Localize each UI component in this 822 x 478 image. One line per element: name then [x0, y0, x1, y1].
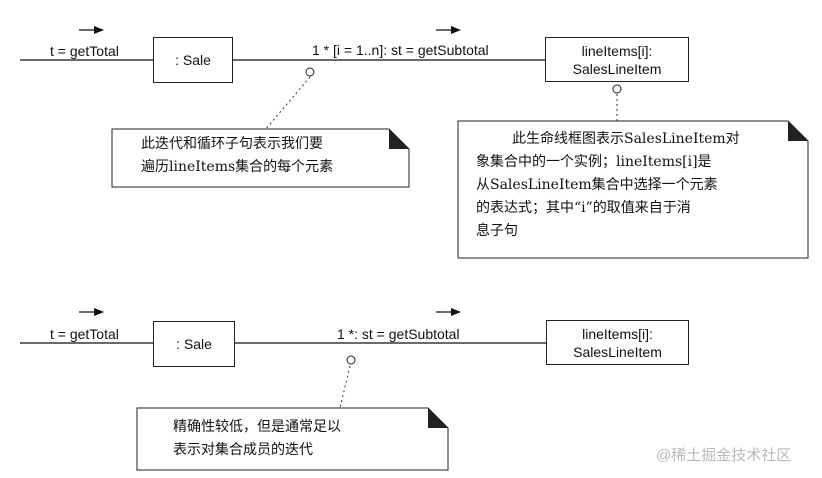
top-sale-label: : Sale — [175, 52, 211, 68]
bottom-sale-lifeline: : Sale — [153, 321, 235, 367]
top-lineitems-label-2: SalesLineItem — [572, 60, 662, 77]
bottom-sale-label: : Sale — [176, 336, 212, 352]
top-sale-lifeline: : Sale — [153, 37, 233, 83]
top-note-right-fold — [788, 121, 808, 141]
top-note-right-line-4: 的表达式；其中“i”的取值来自于消 — [476, 200, 691, 216]
bottom-note-fold — [428, 408, 448, 428]
top-note-left-shape — [111, 128, 410, 188]
top-note-right-line-3: 从SalesLineItem集合中选择一个元素 — [476, 177, 718, 193]
top-note-left-text: 此迭代和循环子句表示我们要 遍历lineItems集合的每个元素 — [141, 133, 391, 179]
top-note-right-line-2: 象集合中的一个实例；lineItems[i]是 — [476, 154, 712, 170]
bottom-message-iteration: 1 *: st = getSubtotal — [337, 326, 460, 342]
top-note-right-shape — [457, 120, 809, 259]
bottom-lineitems-lifeline: lineItems[i]: SalesLineItem — [546, 320, 689, 365]
bottom-note-connector — [339, 365, 351, 409]
bottom-note-shape — [136, 407, 449, 471]
bottom-lineitems-label-2: SalesLineItem — [573, 343, 662, 360]
top-note-right-text: 此生命线框图表示SalesLineItem对 象集合中的一个实例；lineIte… — [476, 128, 788, 243]
top-note-left-connector — [264, 76, 311, 131]
bottom-note-text: 精确性较低，但是通常足以 表示对集合成员的迭代 — [173, 416, 433, 462]
top-message-iteration: 1 * [i = 1..n]: st = getSubtotal — [312, 42, 489, 58]
top-lineitems-lifeline: lineItems[i]: SalesLineItem — [545, 37, 689, 82]
watermark: @稀土掘金技术社区 — [656, 447, 792, 464]
bottom-note-line-2: 表示对集合成员的迭代 — [173, 442, 313, 458]
bottom-message-t-gettotal: t = getTotal — [50, 326, 119, 342]
bottom-note-anchor — [346, 355, 356, 365]
top-note-left-line-2: 遍历lineItems集合的每个元素 — [141, 159, 334, 175]
top-note-left-fold — [389, 129, 409, 149]
bottom-note-line-1: 精确性较低，但是通常足以 — [173, 419, 341, 435]
top-message-t-gettotal: t = getTotal — [50, 43, 119, 59]
top-note-right-anchor — [612, 84, 622, 94]
top-note-right-line-5: 息子句 — [476, 223, 518, 239]
top-lineitems-label-1: lineItems[i]: — [581, 42, 653, 59]
top-note-left-line-1: 此迭代和循环子句表示我们要 — [141, 136, 323, 152]
bottom-lineitems-label-1: lineItems[i]: — [582, 325, 653, 342]
top-note-right-line-1: 此生命线框图表示SalesLineItem对 — [512, 131, 740, 147]
top-note-left-anchor — [305, 67, 315, 77]
